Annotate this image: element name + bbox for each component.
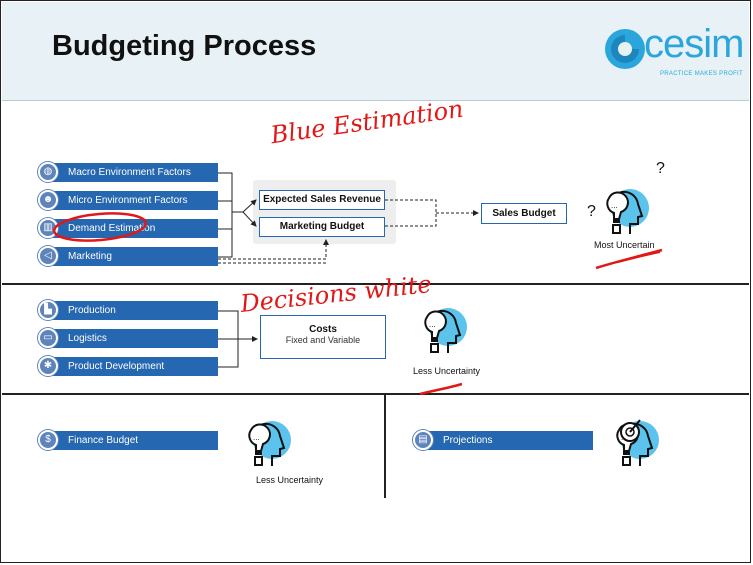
most-uncertain-caption: Most Uncertain (594, 240, 655, 250)
slide-header: Budgeting Process cesim PRACTICE MAKES P… (2, 2, 749, 101)
bar-marketing: Marketing (50, 247, 218, 266)
logo-word: cesim (644, 22, 744, 66)
section-divider-vertical (384, 394, 386, 498)
costs-box: Costs Fixed and Variable (260, 315, 386, 359)
bar-logistics: Logistics (50, 329, 218, 348)
target-head-icon (616, 419, 660, 467)
bar-demand-estimation: Demand Estimation (50, 219, 218, 238)
people-icon: ☻ (38, 190, 58, 210)
bar-production: Production (50, 301, 218, 320)
costs-subtitle: Fixed and Variable (285, 335, 361, 345)
megaphone-icon: ◁ (38, 246, 58, 266)
section-divider-1 (2, 283, 749, 285)
bar-projections: Projections (425, 431, 593, 450)
head-icon-finance (248, 420, 292, 467)
section-divider-2 (2, 393, 749, 395)
logo-tagline: PRACTICE MAKES PROFIT (660, 71, 743, 77)
gear-icon: ✱ (38, 356, 58, 376)
question-mark-icon: ? (587, 203, 596, 220)
chart-icon: ▥ (38, 218, 58, 238)
cesim-logo: cesim PRACTICE MAKES PROFIT (604, 22, 750, 90)
globe-icon: ◍ (38, 162, 58, 182)
bar-micro-environment: Micro Environment Factors (50, 191, 218, 210)
sales-budget-box: Sales Budget (481, 203, 567, 224)
bar-product-development: Product Development (50, 357, 218, 376)
logo-mark-icon (605, 29, 645, 69)
head-icon-most-uncertain (606, 188, 650, 235)
marketing-budget-box: Marketing Budget (259, 217, 385, 237)
finance-less-uncertainty-caption: Less Uncertainty (256, 475, 324, 485)
truck-icon: ▭ (38, 328, 58, 348)
head-icon-less-uncertainty (424, 307, 468, 354)
factory-icon: ▙ (38, 300, 58, 320)
costs-title: Costs (309, 324, 337, 335)
money-icon: $ (38, 430, 58, 450)
expected-sales-revenue-box: Expected Sales Revenue (259, 190, 385, 210)
question-mark-icon-small: ? (656, 160, 665, 177)
less-uncertainty-caption: Less Uncertainty (413, 366, 481, 376)
document-icon: ▤ (413, 430, 433, 450)
bar-macro-environment: Macro Environment Factors (50, 163, 218, 182)
page-title: Budgeting Process (52, 30, 317, 62)
bar-finance-budget: Finance Budget (50, 431, 218, 450)
